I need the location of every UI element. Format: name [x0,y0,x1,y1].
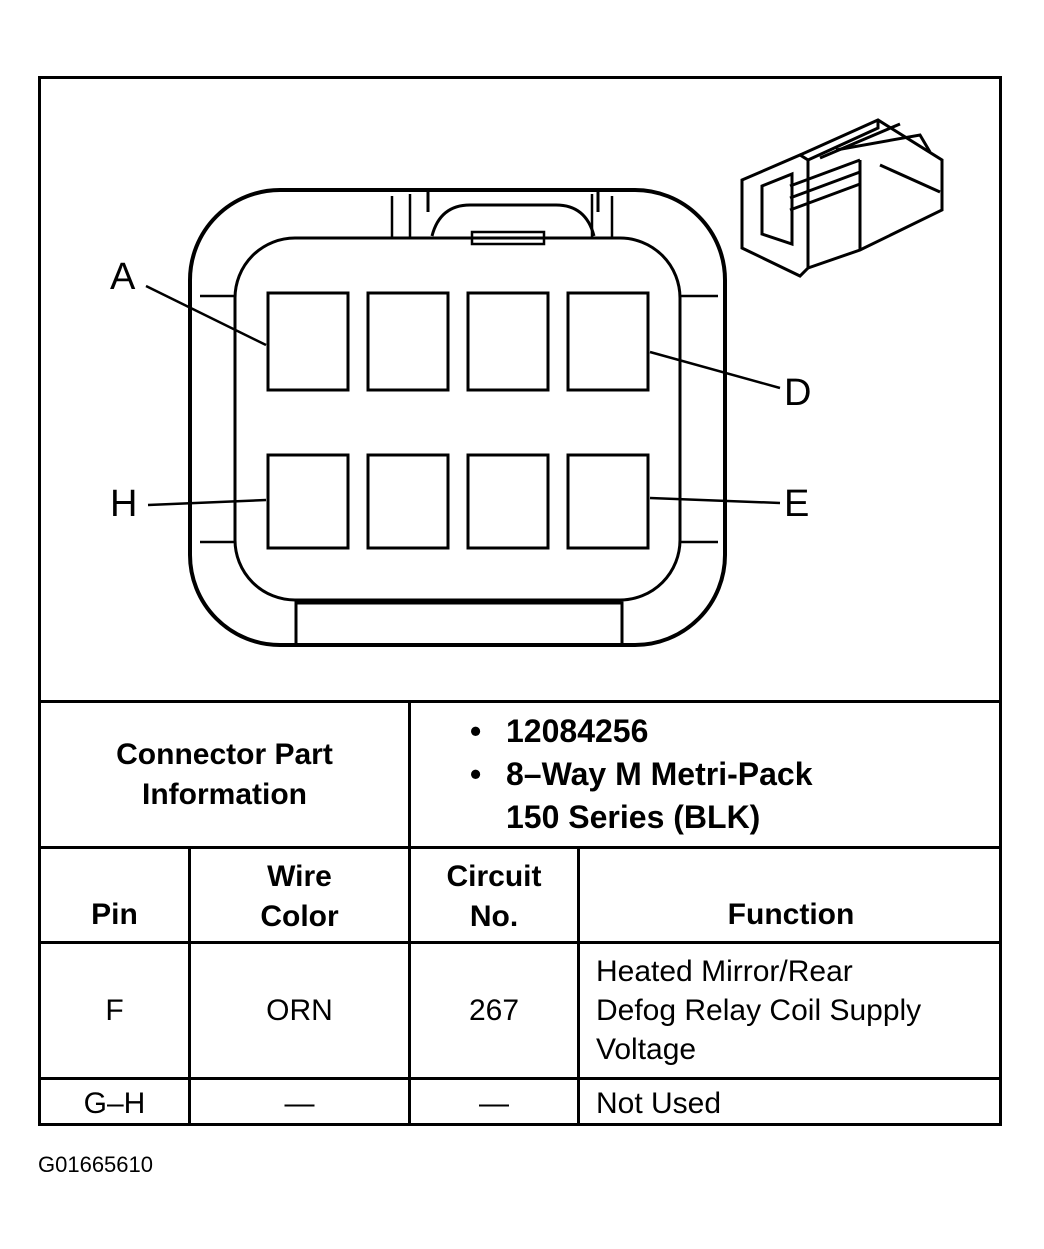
part-info-item: • 12084256 [470,713,649,749]
part-info-label: Connector Part Information [116,737,333,811]
connector-face-diagram [145,118,944,647]
pin-cavity [266,291,350,392]
table-row-wire-color: — [284,1086,315,1120]
connector-bottom-lock [294,601,624,645]
connector-outer-shell [188,188,727,647]
table-row-pin: F [105,994,124,1027]
pin-cavity [366,291,450,392]
header-function: Function [727,898,855,931]
divider [38,1077,1002,1080]
pin-cavity [566,453,650,550]
header-pin: Pin [91,898,138,931]
part-info-list: • 12084256 • 8–Way M Metri-Pack 150 Seri… [470,710,990,839]
connector-top-latch [426,188,600,212]
table-row-circuit: 267 [468,994,520,1027]
figure-frame [38,76,1002,1126]
table-row-function: Not Used [596,1086,722,1120]
pin-label-a: A [110,256,136,298]
pin-cavity [466,291,550,392]
divider [188,846,191,1126]
table-row-function: Heated Mirror/Rear Defog Relay Coil Supp… [596,955,922,1066]
divider [38,700,1002,703]
header-wire-color: Wire Color [260,860,339,933]
table-row-wire-color: ORN [266,994,333,1027]
header-circuit-no: Circuit No. [446,860,542,933]
connector-isometric-icon [740,118,944,278]
divider [38,941,1002,944]
connector-inner-cavity [233,236,682,602]
part-info-item: 150 Series (BLK) [506,799,761,835]
table-row-pin: G–H [83,1086,146,1120]
pin-label-e: E [784,483,810,525]
table-row-circuit: — [479,1086,509,1120]
divider [577,846,580,1126]
pin-cavity [266,453,350,550]
pin-cavity [466,453,550,550]
divider [38,846,1002,849]
pin-cavity [566,291,650,392]
pin-cavity [366,453,450,550]
pin-label-h: H [110,483,138,525]
divider [408,700,411,1126]
figure-id: G01665610 [38,1152,153,1177]
part-info-item: • 8–Way M Metri-Pack [470,756,813,792]
pin-label-d: D [784,372,812,414]
